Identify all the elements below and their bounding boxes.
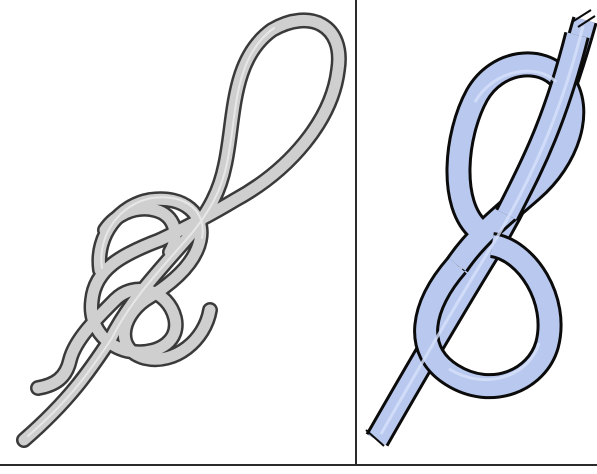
figure-eight-knot-illustration	[357, 0, 597, 464]
figure-eight-knot-svg	[357, 0, 597, 464]
figure-eight-loop-illustration	[0, 0, 356, 464]
figure-eight-loop-svg	[0, 0, 356, 464]
bottom-rule	[0, 464, 597, 466]
